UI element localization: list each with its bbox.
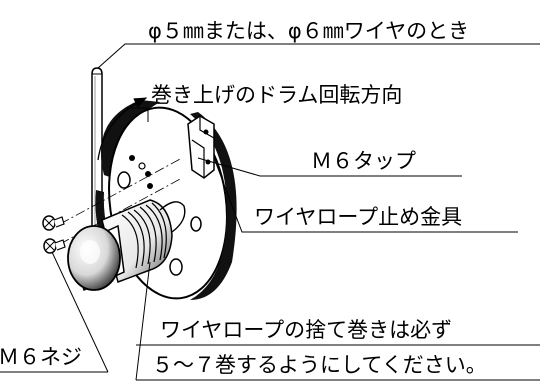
label-m6-tap: Ｍ６タップ bbox=[311, 149, 416, 173]
m6-screw-lower bbox=[43, 238, 66, 254]
label-wire-stopper: ワイヤロープ止め金具 bbox=[254, 205, 462, 229]
drum-end-cap bbox=[67, 224, 125, 292]
leader-lines bbox=[0, 43, 540, 381]
wire-rope-stopper-bracket bbox=[187, 115, 215, 179]
wire-windings bbox=[121, 202, 167, 269]
label-note-line1: ワイヤロープの捨て巻きは必ず bbox=[160, 318, 452, 342]
leader-m6-screw bbox=[51, 251, 109, 373]
leader-wire-stopper bbox=[213, 157, 518, 233]
flange-hole-bottom bbox=[169, 258, 183, 276]
leader-wire-size bbox=[97, 43, 540, 69]
m6-screw-upper bbox=[42, 215, 65, 231]
label-drum-rotation: 巻き上げのドラム回転方向 bbox=[151, 83, 402, 107]
leader-note bbox=[135, 261, 151, 381]
wire-rope bbox=[91, 67, 103, 229]
rotation-direction-arrow bbox=[97, 97, 148, 161]
flange-hole-right bbox=[190, 216, 202, 232]
leader-drum-rotation bbox=[126, 107, 149, 122]
label-m6-screw: Ｍ６ネジ bbox=[0, 345, 82, 369]
center-line-upper bbox=[59, 157, 183, 225]
label-note-line2: ５～７巻するようにしてください。 bbox=[152, 353, 487, 377]
label-wire-size: φ５㎜または、φ６㎜ワイヤのとき bbox=[148, 19, 469, 43]
flange-hole-top bbox=[117, 171, 131, 189]
